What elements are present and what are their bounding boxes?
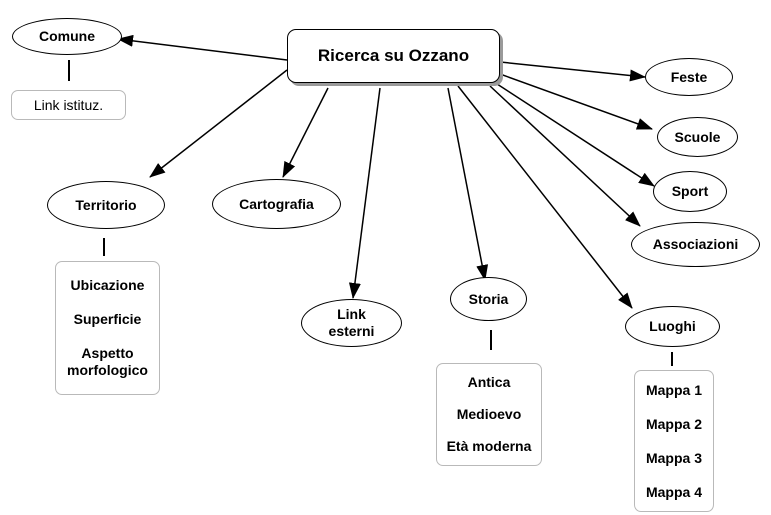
arrow-to-territorio	[149, 69, 288, 178]
node-sport[interactable]: Sport	[653, 171, 727, 212]
node-storia[interactable]: Storia	[450, 277, 527, 321]
arrow-to-scuole	[499, 73, 653, 130]
storia-item[interactable]: Età moderna	[446, 438, 532, 455]
territorio-item-line: Aspetto	[81, 345, 134, 362]
connector-luoghi	[671, 352, 673, 366]
connector-comune	[68, 60, 70, 81]
arrow-to-link-esterni	[348, 87, 381, 299]
arrow-to-luoghi	[457, 85, 633, 309]
cartografia-label: Cartografia	[239, 195, 314, 212]
territorio-box[interactable]: Ubicazione Superficie Aspetto morfologic…	[55, 261, 160, 395]
territorio-item-line: morfologico	[67, 362, 148, 379]
luoghi-item[interactable]: Mappa 1	[645, 381, 702, 398]
feste-label: Feste	[670, 68, 708, 85]
node-associazioni[interactable]: Associazioni	[631, 222, 760, 267]
luoghi-label: Luoghi	[649, 318, 696, 334]
node-cartografia[interactable]: Cartografia	[212, 179, 341, 229]
storia-item[interactable]: Medioevo	[456, 405, 522, 422]
luoghi-item[interactable]: Mappa 2	[645, 415, 702, 432]
link-istituz-label: Link istituz.	[33, 96, 104, 113]
territorio-label: Territorio	[75, 196, 137, 213]
link-esterni-label-line: Link	[337, 306, 366, 322]
node-territorio[interactable]: Territorio	[47, 181, 165, 229]
luoghi-item[interactable]: Mappa 4	[645, 483, 702, 500]
arrow-to-sport	[493, 81, 655, 187]
root-label: Ricerca su Ozzano	[317, 46, 470, 65]
storia-box[interactable]: Antica Medioevo Età moderna	[436, 363, 542, 466]
arrow-to-feste	[499, 61, 646, 82]
arrow-to-storia	[447, 87, 489, 281]
territorio-item[interactable]: Aspetto morfologico	[67, 345, 148, 379]
arrow-to-comune	[117, 34, 288, 61]
node-luoghi[interactable]: Luoghi	[625, 306, 720, 347]
node-comune[interactable]: Comune	[12, 18, 122, 55]
arrow-to-cartografia	[282, 87, 329, 178]
connector-storia	[490, 330, 492, 350]
link-esterni-label-line: esterni	[328, 323, 375, 339]
node-feste[interactable]: Feste	[645, 58, 733, 96]
scuole-label: Scuole	[674, 128, 721, 145]
luoghi-box[interactable]: Mappa 1 Mappa 2 Mappa 3 Mappa 4	[634, 370, 714, 512]
storia-label: Storia	[468, 290, 509, 307]
node-scuole[interactable]: Scuole	[657, 117, 738, 157]
territorio-item[interactable]: Superficie	[73, 310, 142, 327]
sport-label: Sport	[671, 183, 709, 199]
arrow-to-associazioni	[489, 85, 641, 227]
associazioni-label: Associazioni	[652, 236, 739, 252]
connector-territorio	[103, 238, 105, 256]
luoghi-item[interactable]: Mappa 3	[645, 449, 702, 466]
comune-label: Comune	[39, 28, 95, 44]
link-istituz-box[interactable]: Link istituz.	[11, 90, 126, 120]
node-link-esterni[interactable]: Link esterni	[301, 299, 402, 347]
root-node[interactable]: Ricerca su Ozzano	[287, 29, 500, 83]
territorio-item[interactable]: Ubicazione	[70, 276, 145, 293]
storia-item[interactable]: Antica	[467, 373, 511, 390]
